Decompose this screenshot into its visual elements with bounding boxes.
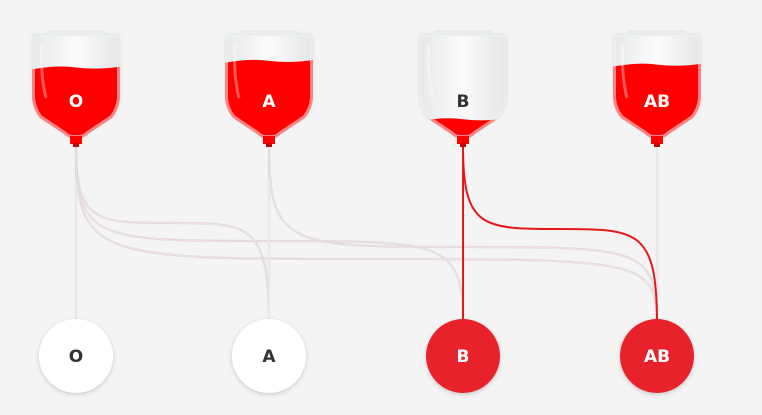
donor-bag-A[interactable]: A bbox=[219, 30, 319, 147]
donor-label-A: A bbox=[262, 92, 276, 112]
donor-label-B: B bbox=[457, 92, 470, 112]
recipient-label-A: A bbox=[262, 347, 276, 367]
recipient-label-B: B bbox=[457, 347, 470, 367]
donor-bag-B[interactable]: B bbox=[413, 30, 513, 147]
donor-bag-AB[interactable]: AB bbox=[607, 30, 707, 147]
recipient-badge-A[interactable]: A bbox=[232, 319, 306, 393]
donor-label-O: O bbox=[69, 92, 83, 112]
donor-label-AB: AB bbox=[644, 92, 670, 112]
recipient-badge-B[interactable]: B bbox=[426, 319, 500, 393]
donor-bag-O[interactable]: O bbox=[26, 30, 126, 147]
recipient-label-O: O bbox=[69, 347, 83, 367]
recipient-label-AB: AB bbox=[644, 347, 670, 367]
recipient-badge-O[interactable]: O bbox=[39, 319, 113, 393]
connections-layer bbox=[74, 145, 659, 324]
connection-O-to-AB bbox=[74, 145, 659, 324]
connection-O-to-A bbox=[74, 145, 271, 324]
connection-B-to-AB bbox=[462, 145, 658, 324]
recipient-badge-AB[interactable]: AB bbox=[620, 319, 694, 393]
